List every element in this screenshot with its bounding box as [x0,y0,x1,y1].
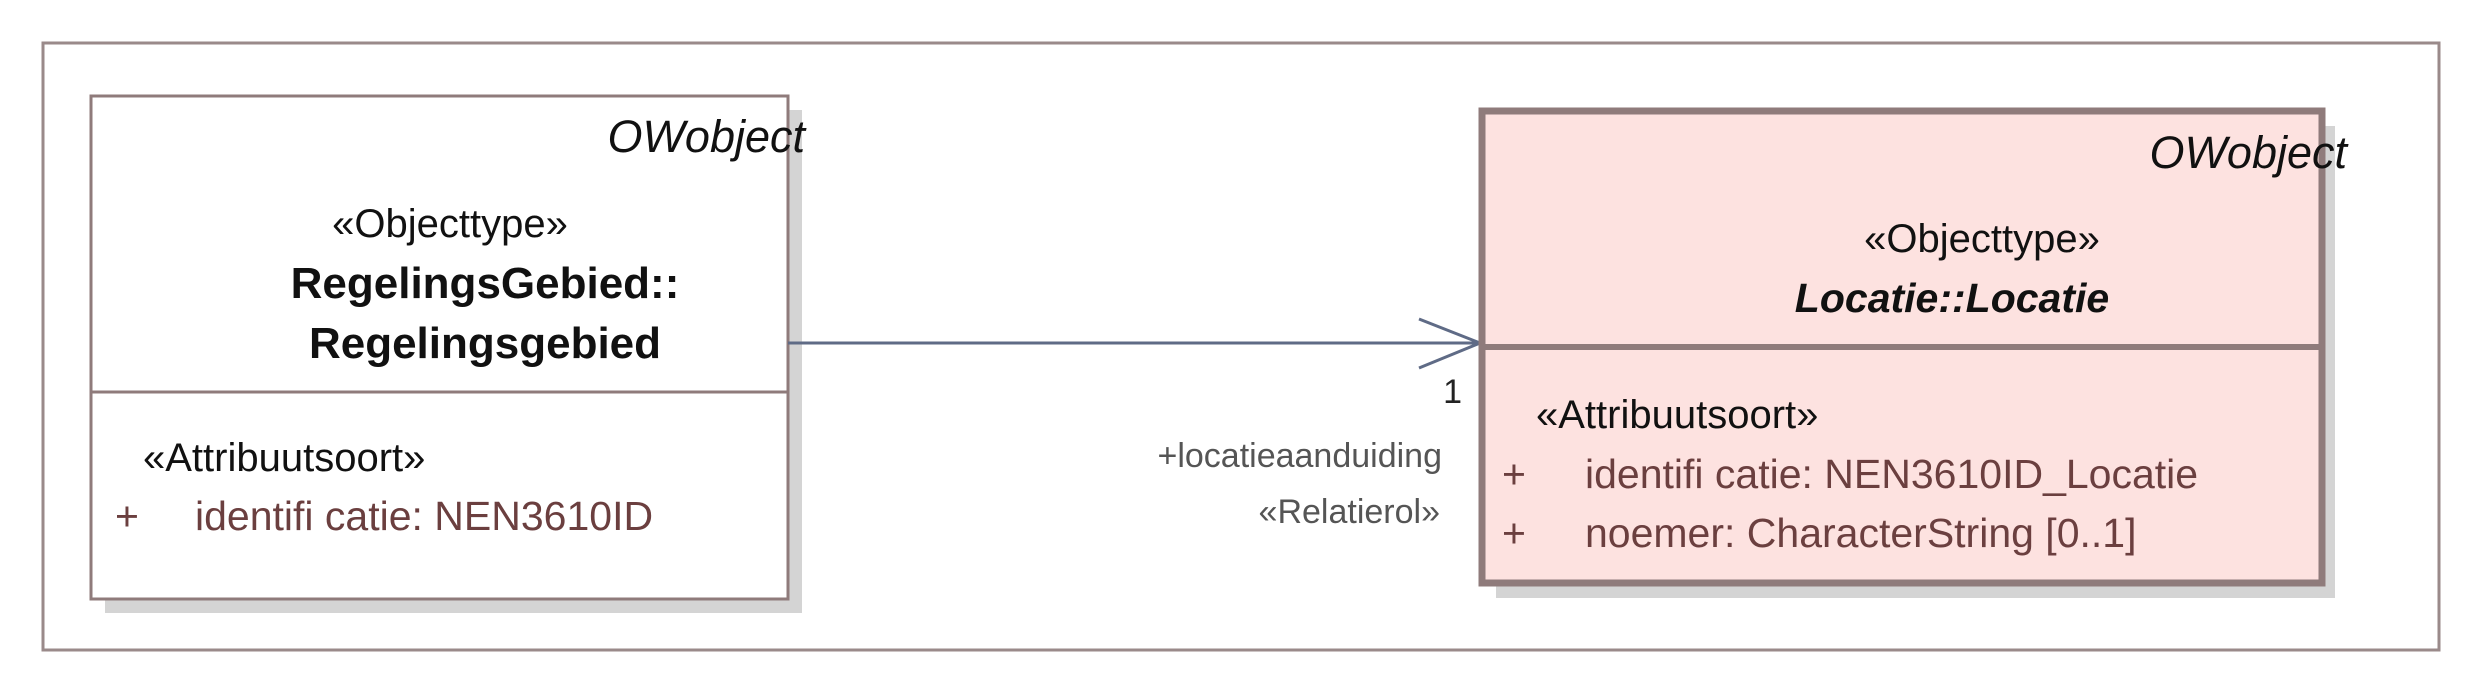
association-role-name: +locatieaanduiding [1157,437,1442,475]
class-stereotype: «Objecttype» [1864,217,2100,261]
attribute-stereotype: «Attribuutsoort» [143,436,425,480]
attribute-stereotype: «Attribuutsoort» [1536,393,1818,437]
class-locatie[interactable]: OWobject «Objecttype» Locatie::Locatie «… [1478,107,2349,598]
association-locatieaanduiding[interactable]: 1 +locatieaanduiding «Relatierol» [788,317,1485,531]
class-regelingsgebied-box [89,94,790,601]
attribute-text: noemer: CharacterString [0..1] [1585,510,2136,556]
attribute-text: identifi catie: NEN3610ID_Locatie [1585,451,2198,497]
class-regelingsgebied[interactable]: OWobject «Objecttype» RegelingsGebied:: … [89,94,807,613]
attribute-text: identifi catie: NEN3610ID [195,493,653,539]
class-name: Locatie::Locatie [1795,275,2109,321]
attribute-visibility: + [115,493,139,539]
association-role-stereotype: «Relatierol» [1259,493,1440,531]
class-stereotype: «Objecttype» [332,202,568,246]
attribute-visibility: + [1502,510,1526,556]
class-name-line2: Regelingsgebied [309,319,661,368]
attribute-visibility: + [1502,451,1526,497]
package-label: OWobject [2149,127,2349,178]
package-label: OWobject [607,111,807,162]
class-name-line1: RegelingsGebied:: [291,259,680,308]
association-multiplicity: 1 [1443,373,1462,411]
